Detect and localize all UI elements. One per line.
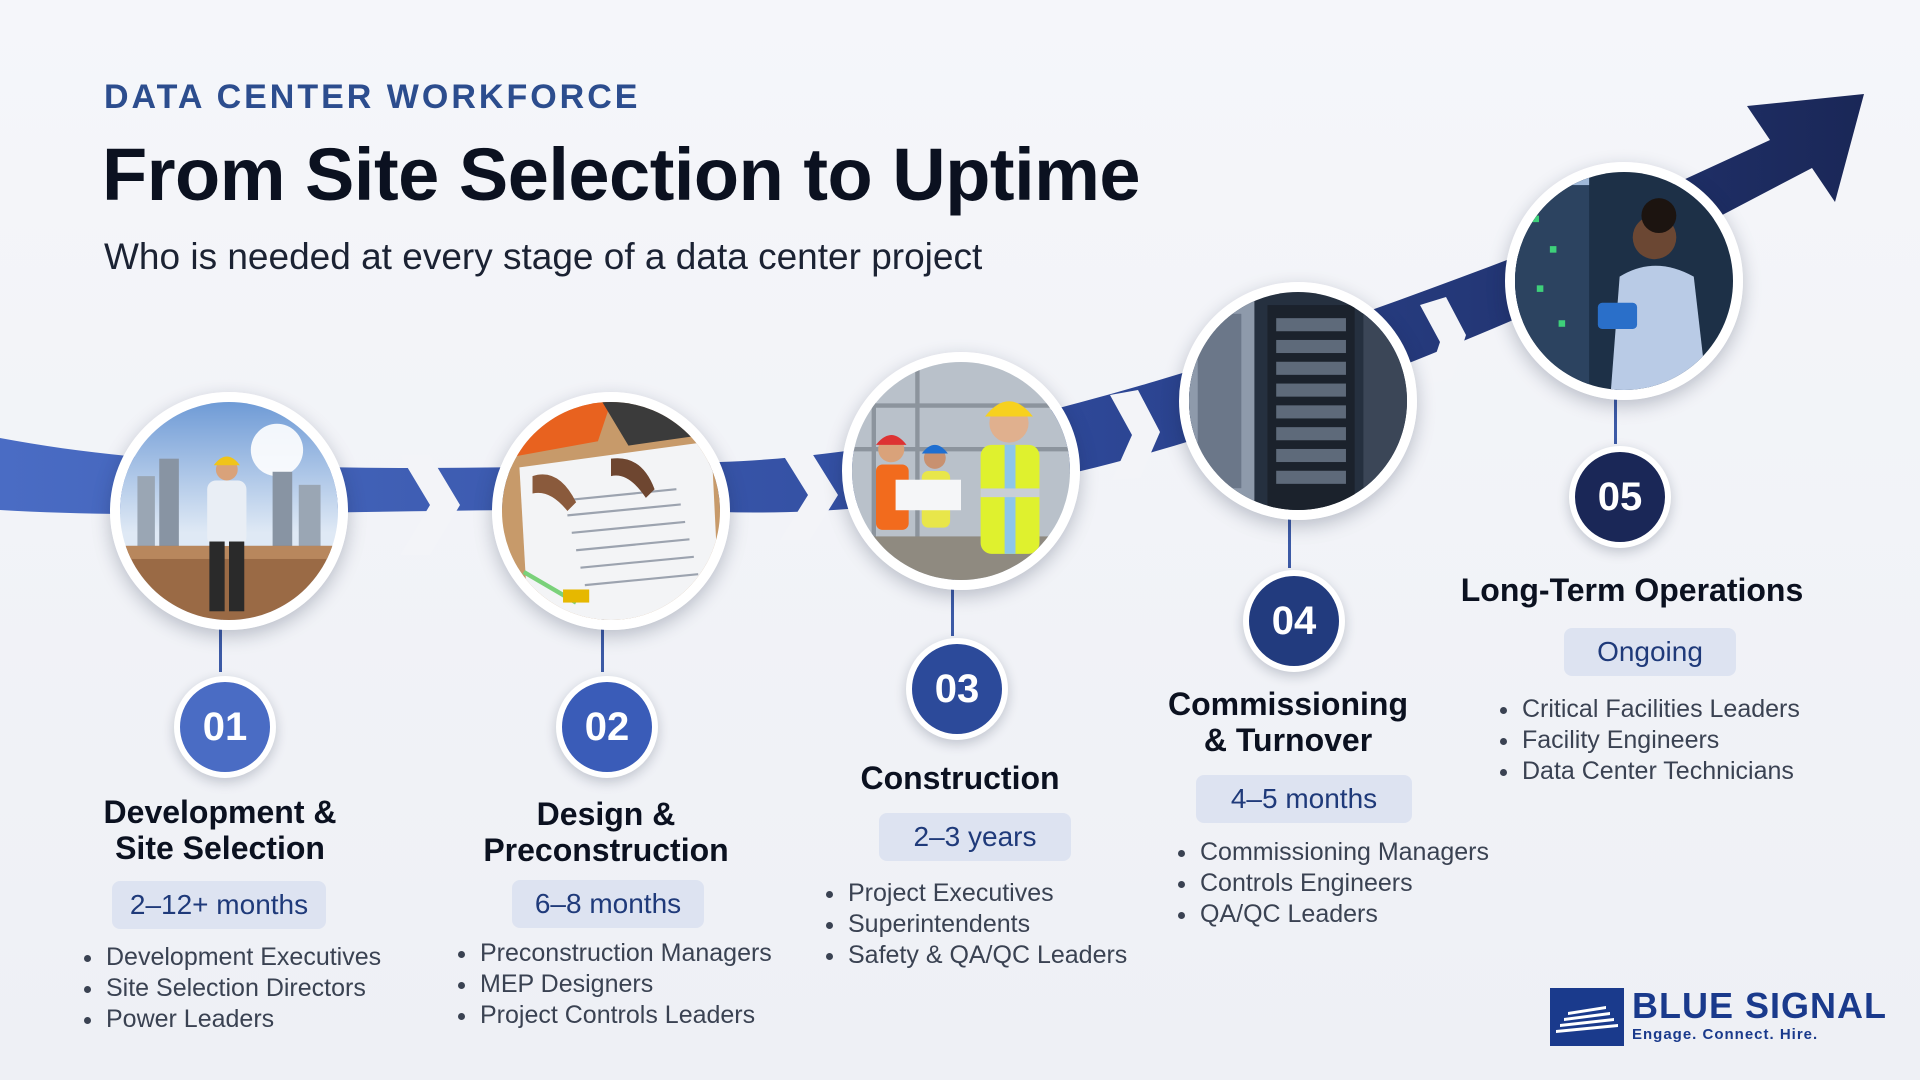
stage-3-title: Construction (860, 760, 1060, 796)
stage-2-duration: 6–8 months (512, 880, 704, 928)
stage-4-number-badge: 04 (1243, 570, 1345, 672)
server-rack-icon (1189, 292, 1407, 510)
stage-3-duration: 2–3 years (879, 813, 1071, 861)
stage-4-duration: 4–5 months (1196, 775, 1412, 823)
stage-1-number-badge: 01 (174, 676, 276, 778)
stage-5-duration: Ongoing (1564, 628, 1736, 676)
stage-2-number-badge: 02 (556, 676, 658, 778)
stage-3-connector (951, 568, 954, 636)
list-item: Site Selection Directors (83, 973, 381, 1004)
list-item: Critical Facilities Leaders (1500, 695, 1800, 723)
stage-2-connector (601, 612, 604, 672)
construction-team-icon (852, 362, 1070, 580)
stage-4-connector (1288, 498, 1291, 568)
stage-2-roles: Preconstruction Managers MEP Designers P… (454, 938, 772, 1031)
worker-surveying-site-icon (120, 402, 338, 620)
stage-3-number-badge: 03 (906, 638, 1008, 740)
list-item: Controls Engineers (1177, 868, 1489, 899)
list-item: Superintendents (825, 909, 1127, 940)
list-item: Development Executives (83, 943, 382, 971)
list-item: Commissioning Managers (1177, 838, 1490, 866)
stage-5-connector (1614, 378, 1617, 444)
stage-3-photo (842, 352, 1080, 590)
list-item: QA/QC Leaders (1177, 899, 1489, 930)
blue-signal-logo: BLUE SIGNAL Engage. Connect. Hire. (1550, 988, 1887, 1046)
stage-3-roles: Project Executives Superintendents Safet… (822, 878, 1127, 971)
list-item: Power Leaders (83, 1004, 381, 1035)
stage-1-connector (219, 612, 222, 672)
list-item: Safety & QA/QC Leaders (825, 941, 1128, 969)
list-item: MEP Designers (458, 969, 772, 1000)
stage-1-photo (110, 392, 348, 630)
stage-1-duration: 2–12+ months (112, 881, 326, 929)
list-item: Data Center Technicians (1500, 756, 1800, 787)
stage-1-roles: Development Executives Site Selection Di… (80, 942, 381, 1035)
stage-1-title: Development & Site Selection (103, 794, 337, 866)
stage-5-title: Long-Term Operations (1460, 572, 1804, 608)
stage-2-title: Design & Preconstruction (483, 796, 729, 868)
technician-in-server-room-icon (1515, 172, 1733, 390)
chevron-separators (400, 297, 1466, 555)
signal-mark-icon (1550, 988, 1624, 1046)
list-item: Project Executives (825, 878, 1127, 909)
logo-name: BLUE SIGNAL (1632, 985, 1888, 1026)
stage-2-photo (492, 392, 730, 630)
stage-4-title: Commissioning & Turnover (1167, 686, 1408, 758)
list-item: Preconstruction Managers (458, 939, 772, 967)
stage-4-roles: Commissioning Managers Controls Engineer… (1174, 837, 1489, 930)
blueprint-planning-icon (502, 402, 720, 620)
page-subtitle: Who is needed at every stage of a data c… (104, 236, 983, 277)
stage-5-number-badge: 05 (1569, 446, 1671, 548)
stage-4-photo (1179, 282, 1417, 520)
list-item: Project Controls Leaders (458, 1000, 772, 1031)
stage-5-photo (1505, 162, 1743, 400)
page-title: From Site Selection to Uptime (102, 133, 1141, 216)
logo-tagline: Engage. Connect. Hire. (1632, 1026, 1819, 1043)
list-item: Facility Engineers (1500, 725, 1800, 756)
stage-5-roles: Critical Facilities Leaders Facility Eng… (1496, 694, 1800, 787)
eyebrow-label: DATA CENTER WORKFORCE (104, 78, 641, 116)
